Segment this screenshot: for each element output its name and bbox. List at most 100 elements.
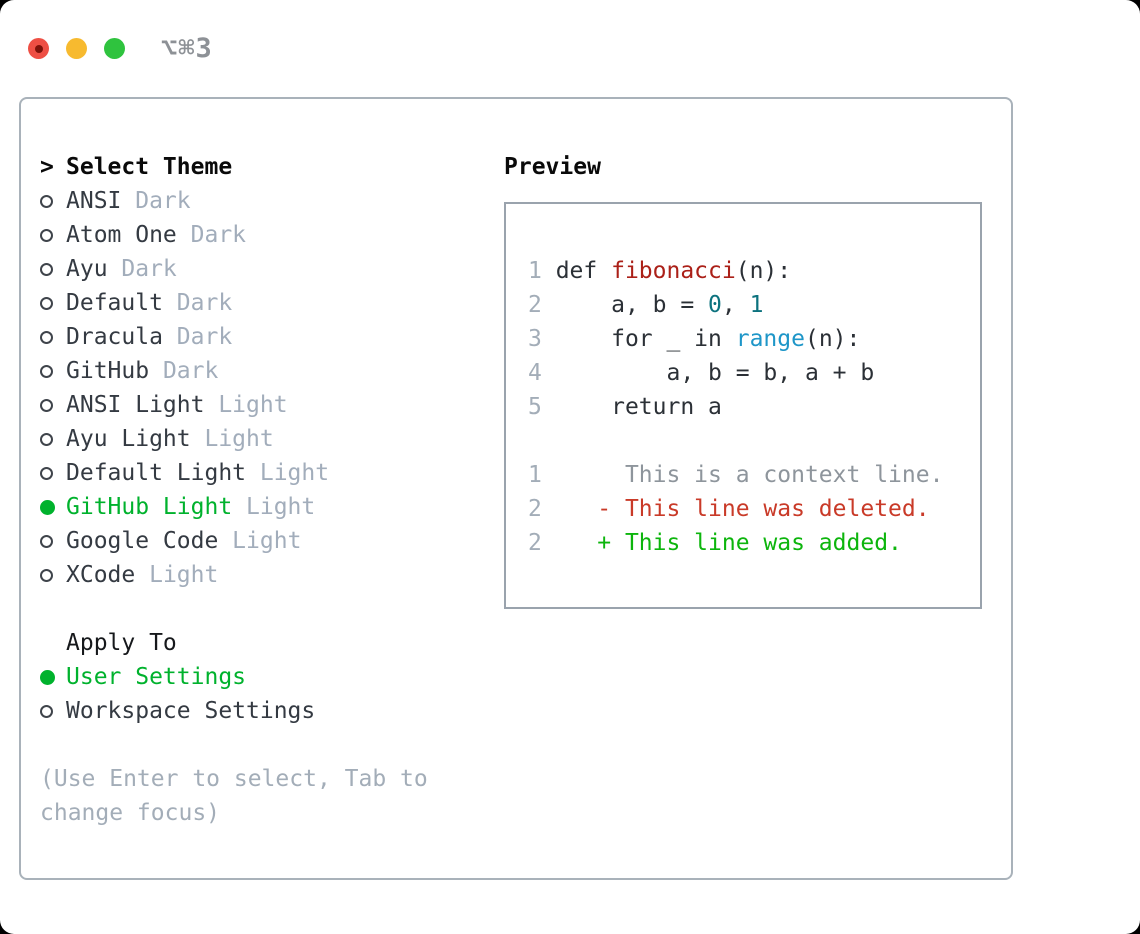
theme-variant-label: Light — [204, 392, 288, 418]
code-line: 3 for _ in range(n): — [528, 322, 980, 356]
traffic-lights — [28, 38, 125, 59]
circle-icon — [40, 398, 53, 412]
code-line: 4 a, b = b, a + b — [528, 356, 980, 390]
theme-option-google-code[interactable]: Google Code Light — [40, 524, 480, 558]
code-line: 2 + This line was added. — [528, 526, 980, 560]
radio-selected-icon — [40, 499, 66, 515]
code-segment-add: + This line was added. — [555, 530, 902, 556]
titlebar: ⌥⌘3 — [0, 0, 1140, 97]
theme-option-atom-one[interactable]: Atom One Dark — [40, 218, 480, 252]
spacer — [40, 592, 480, 626]
theme-option-default[interactable]: Default Dark — [40, 286, 480, 320]
apply-option-user-settings[interactable]: User Settings — [40, 660, 480, 694]
circle-icon — [40, 262, 53, 276]
theme-variant-label: Light — [218, 528, 302, 554]
option-label: User Settings — [66, 664, 247, 690]
theme-option-default-light[interactable]: Default Light Light — [40, 456, 480, 490]
option-label: ANSI Light — [66, 392, 205, 418]
theme-option-github[interactable]: GitHub Dark — [40, 354, 480, 388]
radio-unselected-icon — [40, 568, 66, 582]
code-segment-pln: (n): — [804, 326, 861, 352]
select-theme-title: Select Theme — [66, 154, 233, 180]
theme-variant-label: Dark — [176, 222, 247, 248]
code-segment-pln: return a — [555, 394, 722, 420]
prompt-icon: > — [40, 154, 54, 180]
theme-variant-label: Dark — [121, 188, 191, 214]
code-segment-num: 2 — [528, 530, 556, 556]
option-label: Workspace Settings — [66, 698, 316, 724]
code-segment-num: 2 — [528, 496, 556, 522]
circle-icon — [40, 364, 53, 378]
theme-option-ansi[interactable]: ANSI Dark — [40, 184, 480, 218]
code-line: 5 return a — [528, 390, 980, 424]
circle-icon — [40, 296, 53, 310]
theme-option-xcode[interactable]: XCode Light — [40, 558, 480, 592]
circle-icon — [40, 228, 53, 242]
code-line: 2 - This line was deleted. — [528, 492, 980, 526]
zoom-button[interactable] — [104, 38, 125, 59]
apply-to-header: Apply To — [40, 626, 480, 660]
code-segment-lit: 1 — [749, 292, 764, 318]
circle-icon — [40, 568, 53, 582]
circle-icon — [40, 466, 53, 480]
radio-unselected-icon — [40, 194, 66, 208]
theme-variant-label: Light — [135, 562, 219, 588]
theme-variant-label: Dark — [107, 256, 177, 282]
theme-option-ayu[interactable]: Ayu Dark — [40, 252, 480, 286]
code-segment-pln: a, b = b, a + b — [555, 360, 875, 386]
code-segment-num: 3 — [528, 326, 556, 352]
radio-unselected-icon — [40, 364, 66, 378]
code-segment-pln: def — [555, 258, 612, 284]
code-segment-pln: , — [721, 292, 750, 318]
minimize-button[interactable] — [66, 38, 87, 59]
radio-unselected-icon — [40, 228, 66, 242]
option-label: Atom One — [66, 222, 177, 248]
theme-option-github-light[interactable]: GitHub Light Light — [40, 490, 480, 524]
select-theme-header: > Select Theme — [40, 150, 480, 184]
theme-option-dracula[interactable]: Dracula Dark — [40, 320, 480, 354]
code-segment-func: fibonacci — [611, 258, 736, 284]
code-segment-num: 2 — [528, 292, 556, 318]
option-label: ANSI — [66, 188, 122, 214]
option-label: Google Code — [66, 528, 219, 554]
preview-title: Preview — [504, 154, 601, 180]
option-label: Default Light — [66, 460, 247, 486]
option-label: Ayu Light — [66, 426, 191, 452]
option-label: Ayu — [66, 256, 108, 282]
filled-circle-icon — [40, 669, 55, 685]
window-title: ⌥⌘3 — [161, 33, 213, 64]
code-segment-num: 4 — [528, 360, 556, 386]
radio-unselected-icon — [40, 534, 66, 548]
circle-icon — [40, 330, 53, 344]
radio-unselected-icon — [40, 432, 66, 446]
code-line: 2 a, b = 0, 1 — [528, 288, 980, 322]
radio-unselected-icon — [40, 330, 66, 344]
code-segment-num: 1 — [528, 462, 556, 488]
code-segment-pln: a, b = — [555, 292, 709, 318]
theme-variant-label: Dark — [149, 358, 219, 384]
code-line: 1 def fibonacci(n): — [528, 254, 980, 288]
hint-line: (Use Enter to select, Tab to — [40, 766, 428, 792]
circle-icon — [40, 432, 53, 446]
spacer — [40, 728, 480, 762]
radio-unselected-icon — [40, 296, 66, 310]
theme-option-ayu-light[interactable]: Ayu Light Light — [40, 422, 480, 456]
code-segment-lit: 0 — [708, 292, 722, 318]
close-button[interactable] — [28, 38, 49, 59]
code-segment-pln: (n): — [735, 258, 792, 284]
option-label: GitHub Light — [66, 494, 233, 520]
apply-option-workspace-settings[interactable]: Workspace Settings — [40, 694, 480, 728]
theme-option-ansi-light[interactable]: ANSI Light Light — [40, 388, 480, 422]
circle-icon — [40, 194, 53, 208]
radio-unselected-icon — [40, 398, 66, 412]
circle-icon — [40, 534, 53, 548]
option-label: Dracula — [66, 324, 163, 350]
code-line: 1 This is a context line. — [528, 458, 980, 492]
apply-to-title: Apply To — [66, 630, 177, 656]
code-segment-builtin: range — [735, 326, 805, 352]
